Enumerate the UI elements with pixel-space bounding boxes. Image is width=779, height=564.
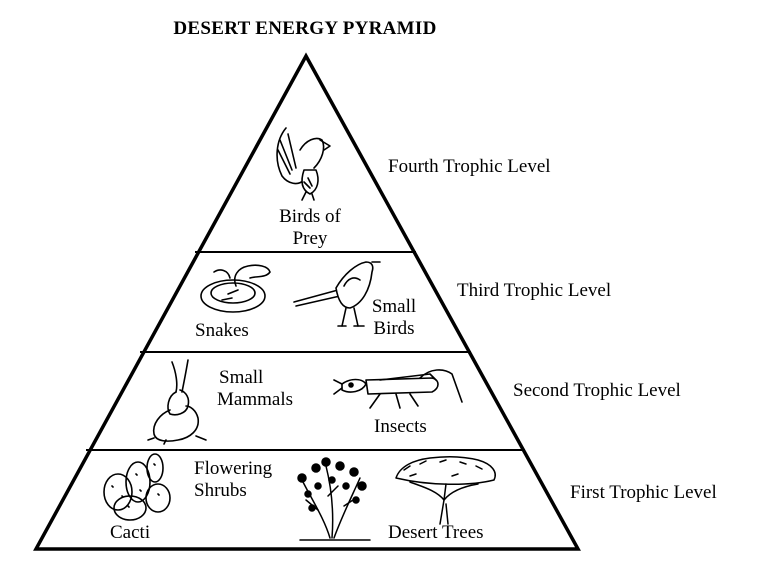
- rabbit-icon: [147, 359, 207, 445]
- organism-label-line: Shrubs: [194, 480, 247, 501]
- organism-label-cacti: Cacti: [110, 522, 151, 543]
- grasshopper-icon: [333, 369, 463, 409]
- diagram-title: DESERT ENERGY PYRAMID: [173, 18, 437, 39]
- organism-label-flowering-shrubs: Flowering Shrubs: [194, 458, 272, 502]
- organism-label-small-birds: Small Birds: [364, 296, 424, 340]
- level-label-fourth: Fourth Trophic Level: [388, 156, 551, 177]
- cactus-icon: [103, 453, 171, 521]
- organism-label-desert-trees: Desert Trees: [388, 522, 484, 543]
- organism-label-line: Small: [219, 367, 264, 388]
- level-label-third: Third Trophic Level: [457, 280, 612, 301]
- organism-label-line: Small: [371, 296, 417, 317]
- organism-label-insects: Insects: [374, 416, 427, 437]
- organism-label-birds-of-prey: Birds of Prey: [270, 206, 350, 250]
- organism-label-line: Birds of: [279, 206, 341, 227]
- shrub-icon: [297, 457, 371, 541]
- tree-icon: [395, 455, 496, 525]
- level-label-first: First Trophic Level: [570, 482, 717, 503]
- organism-label-line: Flowering: [194, 458, 273, 479]
- bird-of-prey-icon: [276, 127, 331, 201]
- snake-icon: [200, 264, 271, 313]
- organism-label-line: Prey: [292, 228, 328, 249]
- pyramid-outline: [33, 52, 581, 551]
- level-label-second: Second Trophic Level: [513, 380, 681, 401]
- organism-label-line: Birds: [373, 318, 415, 339]
- small-bird-icon: [293, 261, 381, 327]
- organism-label-line: Mammals: [217, 389, 293, 410]
- organism-label-small-mammals: Small Mammals: [217, 367, 293, 411]
- organism-label-snakes: Snakes: [195, 320, 249, 341]
